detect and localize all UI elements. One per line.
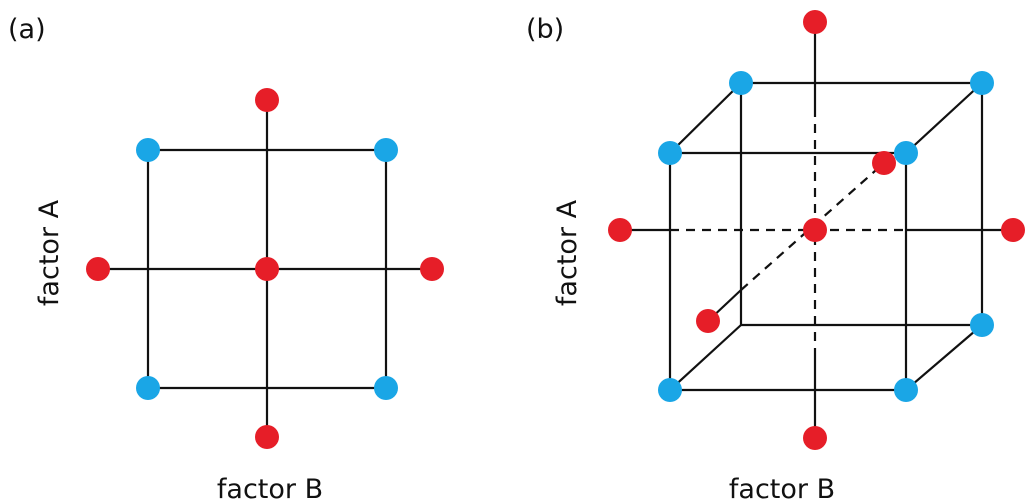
panel-a-factorial-point: [374, 138, 398, 162]
panel-b-depth-edge: [905, 324, 983, 391]
panel-a-center-point: [255, 257, 279, 281]
panel-b-star-point: [872, 151, 896, 175]
panel-b-factorial-point: [729, 71, 753, 95]
panel-a-star-point: [420, 257, 444, 281]
panel-b-star-point: [803, 10, 827, 34]
panel-a-star-point: [255, 88, 279, 112]
panel-a-star-point: [86, 257, 110, 281]
panel-b-depth-edge: [669, 82, 742, 154]
panel-b-label: (b): [526, 14, 564, 45]
panel-a-factorial-point: [136, 138, 160, 162]
panel-b-depth-edge: [905, 82, 983, 154]
panel-b: (b): [526, 10, 1025, 504]
panel-a-factor-b-label: factor B: [217, 474, 323, 504]
panel-b-factorial-point: [970, 71, 994, 95]
panel-b-factorial-point: [894, 141, 918, 165]
panel-b-factorial-point: [970, 313, 994, 337]
panel-b-factorial-point: [658, 378, 682, 402]
panel-b-factor-b-label: factor B: [729, 474, 835, 504]
panel-b-depth-edge: [669, 324, 742, 391]
panel-b-factorial-point: [894, 378, 918, 402]
panel-b-star-point: [1001, 218, 1025, 242]
panel-a-factorial-point: [136, 376, 160, 400]
panel-b-factor-a-label: factor A: [552, 199, 583, 306]
panel-b-star-point: [803, 426, 827, 450]
panel-a-factorial-point: [374, 376, 398, 400]
panel-b-star-point: [696, 309, 720, 333]
panel-b-factorial-point: [658, 141, 682, 165]
panel-a-label: (a): [8, 14, 46, 45]
panel-b-star-point: [608, 218, 632, 242]
panel-a-factor-a-label: factor A: [34, 199, 65, 306]
panel-a: (a) factor A factor B: [8, 14, 444, 504]
panel-a-star-point: [255, 425, 279, 449]
panel-b-center-point: [803, 218, 827, 242]
